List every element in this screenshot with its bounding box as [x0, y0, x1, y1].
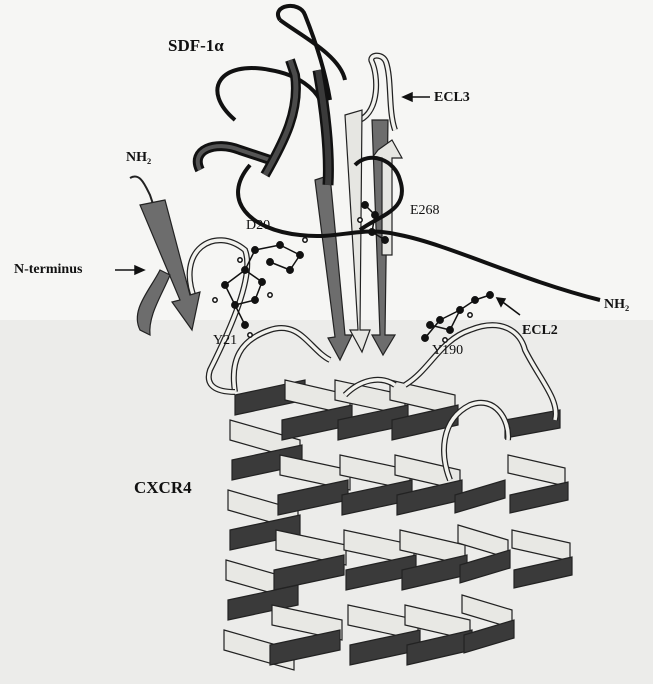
label-nh2-right: NH₂: [604, 297, 629, 313]
label-d20: D20: [246, 218, 270, 234]
label-ecl3: ECL3: [434, 90, 470, 106]
label-sdf1-alpha: SDF-1α: [168, 36, 224, 56]
label-cxcr4: CXCR4: [134, 478, 192, 498]
label-e268: E268: [410, 203, 440, 219]
label-y21: Y21: [213, 333, 237, 349]
label-n-terminus: N-terminus: [14, 262, 82, 278]
label-y190: Y190: [432, 343, 463, 359]
label-nh2-top: NH₂: [126, 150, 151, 166]
label-ecl2: ECL2: [522, 323, 558, 339]
